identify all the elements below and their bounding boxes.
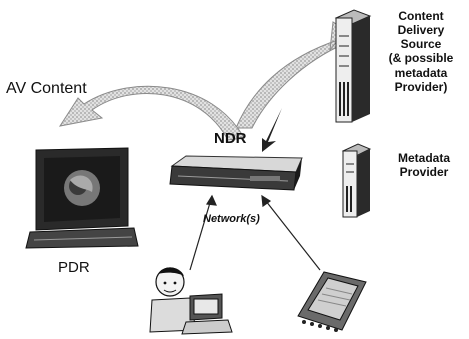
content-delivery-source-label-line: metadata: [394, 65, 448, 80]
pdr-monitor-icon: [25, 147, 139, 249]
av-content-label: AV Content: [6, 80, 87, 97]
content-flow-arrow: [235, 21, 360, 129]
network-label: Network(s): [203, 213, 260, 225]
pdr-label: PDR: [58, 259, 90, 276]
content-delivery-source-label-line: Source: [400, 37, 442, 52]
av-content-arrow: [58, 85, 245, 141]
user-at-computer-icon: [149, 267, 233, 335]
small-incoming-arrow: [262, 108, 282, 152]
ndr-device-icon: [169, 155, 303, 191]
content-delivery-source-label-line: (& possible: [388, 51, 454, 66]
metadata-provider-label-line: Provider: [399, 165, 449, 180]
metadata-provider-label-line: Metadata: [397, 151, 450, 165]
pda-device-icon: [297, 271, 367, 332]
content-delivery-source-label: Content Delivery Source (& possible meta…: [378, 9, 464, 94]
network-arrows: [189, 194, 321, 271]
content-delivery-source-label-line: Provider): [394, 79, 448, 94]
metadata-server-icon: [341, 143, 372, 218]
content-delivery-source-label-line: Delivery: [397, 23, 445, 38]
ndr-label: NDR: [214, 130, 247, 147]
content-source-server-icon: [334, 9, 372, 123]
content-delivery-source-label-line: Content: [398, 9, 444, 23]
metadata-provider-label: Metadata Provider: [388, 151, 460, 180]
